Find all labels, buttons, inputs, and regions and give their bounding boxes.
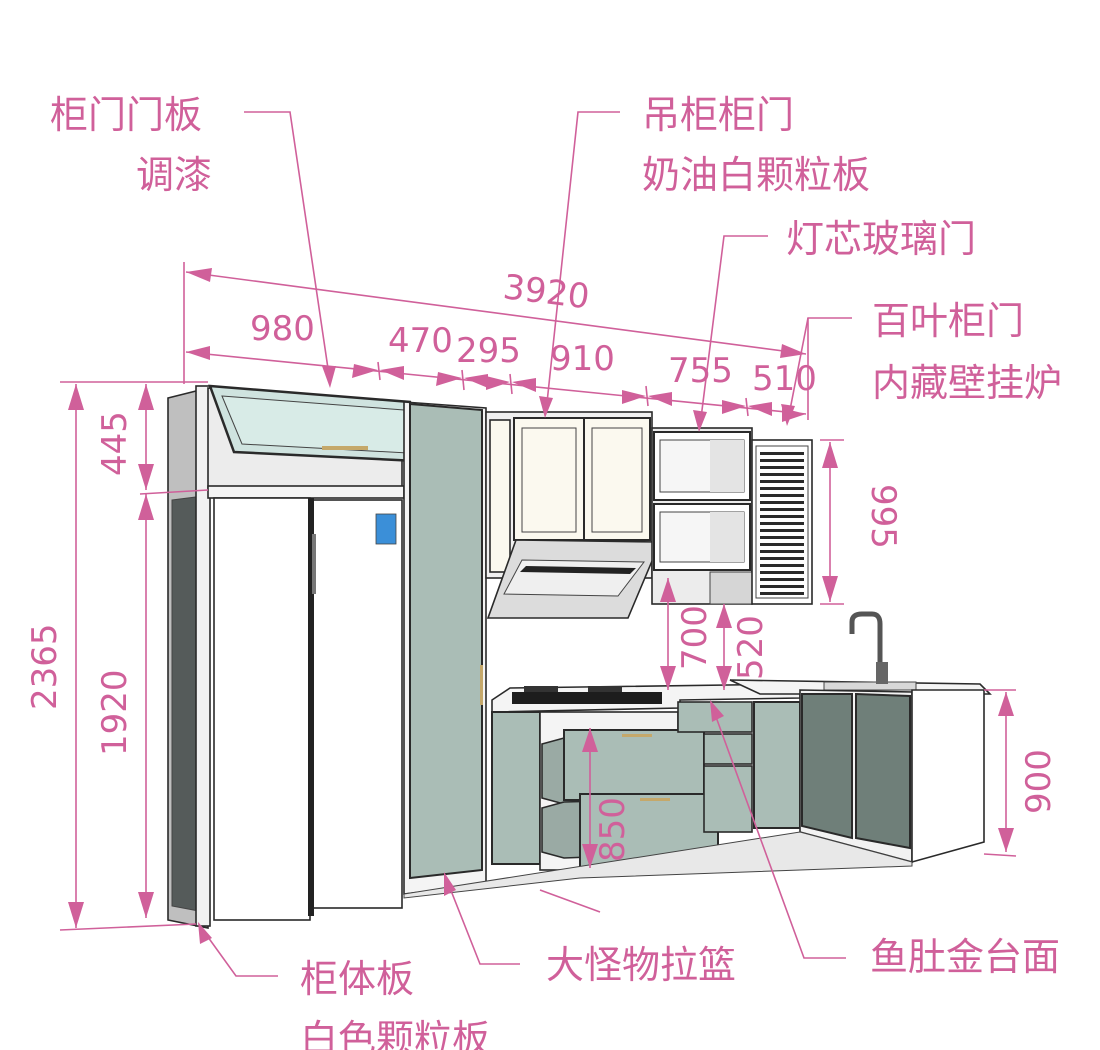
tall-green-door [409, 402, 483, 880]
sink [823, 681, 917, 691]
range-hood-slot [520, 566, 636, 574]
dim-w5: 755 [668, 351, 733, 391]
label-door-panel-2: 调漆 [136, 153, 212, 197]
top-handle [322, 446, 368, 450]
dim-tall-total: 2365 [25, 623, 65, 710]
dim-wall-gap: 520 [731, 615, 771, 680]
dim-w1: 980 [250, 309, 315, 349]
glass-door-bottom-shade [710, 512, 744, 562]
louver-slat [760, 592, 804, 595]
label-wall-cabinet-1: 吊柜柜门 [642, 93, 794, 137]
louver-slat [760, 508, 804, 511]
cooktop [512, 692, 662, 704]
drawer-top-handle [622, 734, 652, 737]
fridge-seam [308, 498, 314, 916]
dim-base-height: 900 [1019, 749, 1059, 814]
dimension-values: 3920 980 470 295 910 755 510 2365 445 19… [25, 267, 1059, 862]
louver-slat [760, 578, 804, 581]
louver-slat [760, 529, 804, 532]
louver-slat [760, 543, 804, 546]
label-carcass-1: 柜体板 [300, 957, 414, 1001]
glass-cab-bottom [709, 571, 753, 605]
dim-fridge-height: 1920 [95, 669, 135, 756]
louver-slat [760, 473, 804, 476]
cabinet-drawing [167, 384, 992, 929]
louver-slat [760, 550, 804, 553]
louver-slat [760, 515, 804, 518]
dim-top-cabinet: 445 [95, 411, 135, 476]
dim-w3: 295 [456, 331, 521, 371]
louver-slat [760, 480, 804, 483]
drawer-top-front [563, 729, 705, 801]
burner-right [588, 686, 622, 692]
plinth [403, 831, 913, 899]
louver-slat [760, 522, 804, 525]
wall-door-1 [489, 419, 511, 573]
louver-slat [760, 571, 804, 574]
fridge-left-door [213, 497, 311, 921]
small-drawer-3 [703, 765, 753, 833]
louver-slat [760, 466, 804, 469]
leader-lines [198, 111, 852, 977]
dim-hood-gap: 700 [675, 605, 715, 670]
tall-handle [480, 665, 483, 705]
dimension-lines [59, 262, 1017, 931]
end-panel [911, 689, 985, 864]
label-door-panel-1: 柜门门板 [50, 93, 202, 137]
drawer-bottom-handle [640, 798, 670, 801]
louver-slats [760, 452, 804, 595]
dim-w2: 470 [388, 321, 453, 361]
burner-left [524, 686, 558, 692]
label-carcass-2: 白色颗粒板 [300, 1017, 490, 1050]
louver-slat [760, 501, 804, 504]
faucet-base [876, 662, 888, 684]
fridge-right-door [311, 499, 403, 909]
wall-door-3-inner [591, 427, 643, 533]
louver-slat [760, 487, 804, 490]
dim-drawer-height: 850 [593, 797, 633, 862]
label-louver-2: 内藏壁挂炉 [872, 361, 1062, 405]
label-glass-door: 灯芯玻璃门 [786, 217, 976, 261]
louver-slat [760, 459, 804, 462]
top-shelf [207, 485, 405, 499]
louver-slat [760, 536, 804, 539]
label-basket: 大怪物拉篮 [546, 943, 736, 987]
corner-door-2 [855, 692, 911, 850]
louver-slat [760, 494, 804, 497]
louver-slat [760, 585, 804, 588]
glass-door-top-shade [710, 440, 744, 492]
label-louver-1: 百叶柜门 [872, 299, 1024, 343]
fridge-sticker [375, 513, 397, 545]
louver-slat [760, 564, 804, 567]
faucet [849, 611, 883, 672]
dim-w4: 910 [550, 339, 615, 379]
base-left-door [491, 711, 541, 865]
base-right-door [753, 701, 801, 829]
louver-slat [760, 452, 804, 455]
louver-slat [760, 557, 804, 560]
label-countertop: 鱼肚金台面 [870, 935, 1060, 979]
dim-w6: 510 [752, 359, 817, 399]
wall-door-2-inner [521, 427, 577, 533]
dim-total-width: 3920 [501, 267, 592, 317]
dim-wall-cabinet-height: 995 [863, 484, 903, 549]
tall-frame-left [195, 385, 211, 927]
corner-door-1 [801, 693, 853, 840]
annotation-labels: 柜门门板 调漆 吊柜柜门 奶油白颗粒板 灯芯玻璃门 百叶柜门 内藏壁挂炉 柜体板… [50, 93, 1062, 1050]
label-wall-cabinet-2: 奶油白颗粒板 [642, 153, 870, 197]
fridge-panel [312, 534, 316, 594]
